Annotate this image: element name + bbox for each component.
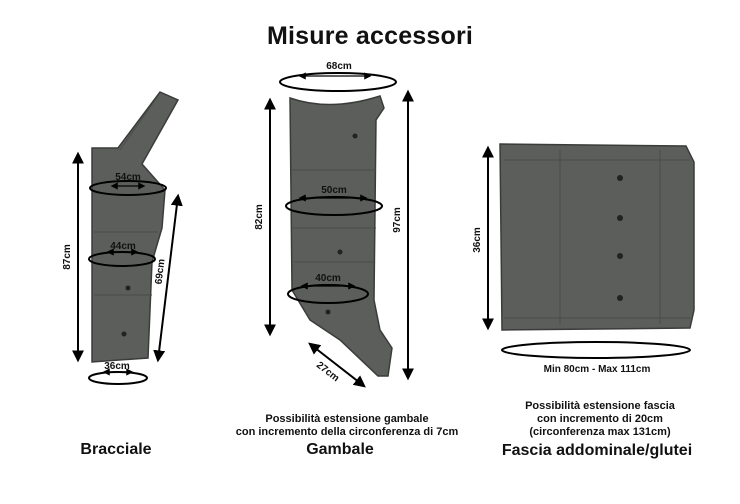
- gambale-note: Possibilità estensione gambale con incre…: [212, 413, 482, 439]
- gambale-length-right-label: 97cm: [392, 207, 403, 233]
- gambale-note-line: Possibilità estensione gambale: [265, 413, 429, 425]
- gambale-top-label: 68cm: [326, 61, 352, 72]
- fascia-width-label: Min 80cm - Max 111cm: [544, 364, 651, 375]
- fascia-caption: Fascia addominale/glutei: [501, 442, 693, 459]
- bracciale-caption: Bracciale: [80, 441, 152, 458]
- fascia-note-line: (circonferenza max 131cm): [529, 426, 671, 438]
- bracciale-mid-label: 44cm: [110, 241, 136, 252]
- bracciale-sleeve: [91, 91, 180, 363]
- bracciale-bottom-label: 36cm: [104, 361, 130, 372]
- fascia-note: Possibilità estensione fascia con increm…: [500, 400, 700, 439]
- fascia-height-label: 36cm: [472, 227, 483, 253]
- fascia-belt: [499, 143, 695, 331]
- gambale-foot-arrow: [308, 342, 366, 388]
- fascia-width-ellipse: [501, 341, 691, 359]
- fascia-note-line: con incremento di 20cm: [537, 413, 663, 425]
- fascia-note-line: Possibilità estensione fascia: [525, 400, 675, 412]
- bracciale-top-label: 54cm: [115, 172, 141, 183]
- gambale-lower-label: 40cm: [315, 273, 341, 284]
- bracciale-length-right-label: 69cm: [154, 258, 168, 285]
- bracciale-top-ellipse: [89, 180, 167, 196]
- gambale-length-left-label: 82cm: [254, 204, 265, 230]
- gambale-sleeve: [289, 95, 393, 377]
- bracciale-length-right-arrow: [153, 193, 183, 363]
- bracciale-length-left-label: 87cm: [62, 244, 73, 270]
- bracciale-bottom-ellipse: [88, 371, 148, 385]
- gambale-upper-label: 50cm: [321, 185, 347, 196]
- gambale-note-line: con incremento della circonferenza di 7c…: [235, 426, 459, 438]
- gambale-caption: Gambale: [306, 441, 374, 458]
- gambale-foot-label: 27cm: [314, 360, 341, 384]
- page-title: Misure accessori: [266, 22, 474, 50]
